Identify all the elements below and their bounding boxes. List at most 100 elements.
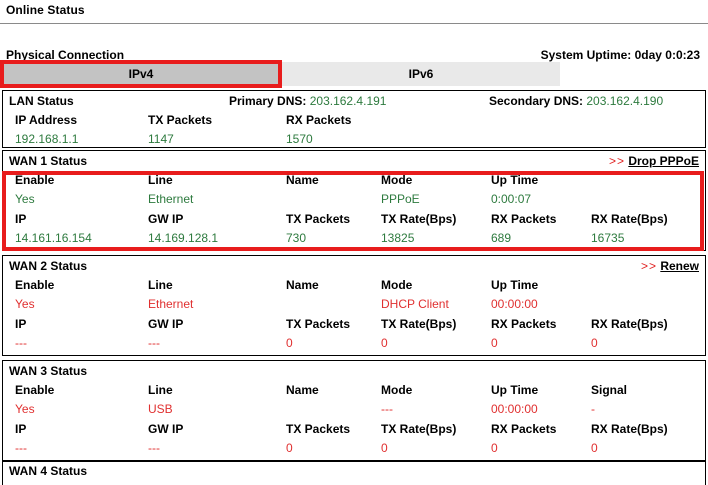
wan2-header-ip: IP (15, 317, 27, 331)
wan2-header-tx-rate: TX Rate(Bps) (381, 317, 457, 331)
lan-value-rx-packets: 1570 (286, 132, 313, 146)
wan1-value-rx-packets: 689 (491, 231, 512, 245)
wan1-header-name: Name (286, 173, 319, 187)
lan-header-rx-packets: RX Packets (286, 113, 352, 127)
wan3-header-rx-rate: RX Rate(Bps) (591, 422, 668, 436)
wan3-header-signal: Signal (591, 383, 628, 397)
wan3-header-ip: IP (15, 422, 27, 436)
wan1-value-enable: Yes (15, 192, 35, 206)
wan1-header-line: Line (148, 173, 173, 187)
wan3-status-panel: WAN 3 Status Enable Line Name Mode Up Ti… (2, 360, 706, 461)
secondary-dns-label: Secondary DNS: (489, 94, 584, 108)
wan2-status-title-row: WAN 2 Status >> Renew (3, 256, 705, 276)
wan2-header-name: Name (286, 278, 319, 292)
secondary-dns-group: Secondary DNS: 203.162.4.190 (489, 93, 663, 109)
wan1-header-mode: Mode (381, 173, 413, 187)
wan1-header-tx-packets: TX Packets (286, 212, 351, 226)
wan2-value-rx-rate: 0 (591, 336, 598, 350)
wan3-value-tx-rate: 0 (381, 441, 388, 455)
wan1-status-title: WAN 1 Status (9, 154, 88, 168)
wan2-status-title: WAN 2 Status (9, 259, 88, 273)
wan2-value-gw-ip: --- (148, 336, 160, 350)
physical-connection-label: Physical Connection (6, 48, 125, 62)
page-title: Online Status (6, 3, 85, 17)
wan1-header-rx-packets: RX Packets (491, 212, 557, 226)
wan3-status-grid: Enable Line Name Mode Up Time Signal Yes… (3, 381, 705, 461)
wan3-value-tx-packets: 0 (286, 441, 293, 455)
wan3-value-mode: --- (381, 402, 393, 416)
wan2-status-grid: Enable Line Name Mode Up Time Yes Ethern… (3, 276, 705, 356)
lan-header-ip-address: IP Address (15, 113, 78, 127)
wan3-header-tx-packets: TX Packets (286, 422, 351, 436)
wan3-header-enable: Enable (15, 383, 55, 397)
drop-pppoe-link[interactable]: Drop PPPoE (628, 154, 699, 168)
lan-value-ip-address: 192.168.1.1 (15, 132, 79, 146)
wan2-header-rx-packets: RX Packets (491, 317, 557, 331)
wan1-value-gw-ip: 14.169.128.1 (148, 231, 219, 245)
wan2-value-rx-packets: 0 (491, 336, 498, 350)
wan2-value-ip: --- (15, 336, 27, 350)
title-divider (0, 23, 708, 24)
wan2-header-up-time: Up Time (491, 278, 539, 292)
wan2-action-link[interactable]: >> Renew (641, 258, 699, 274)
lan-header-tx-packets: TX Packets (148, 113, 213, 127)
wan3-value-rx-rate: 0 (591, 441, 598, 455)
wan1-header-gw-ip: GW IP (148, 212, 184, 226)
wan1-status-grid: Enable Line Name Mode Up Time Yes Ethern… (3, 171, 705, 251)
tab-ipv4[interactable]: IPv4 (2, 62, 280, 86)
wan1-action-arrows-icon: >> (608, 154, 625, 168)
wan1-value-mode: PPPoE (381, 192, 420, 206)
wan3-value-up-time: 00:00:00 (491, 402, 538, 416)
wan1-header-enable: Enable (15, 173, 55, 187)
wan4-status-panel: WAN 4 Status (2, 461, 706, 485)
renew-link[interactable]: Renew (660, 259, 699, 273)
wan3-header-gw-ip: GW IP (148, 422, 184, 436)
wan3-value-rx-packets: 0 (491, 441, 498, 455)
wan1-header-rx-rate: RX Rate(Bps) (591, 212, 668, 226)
wan3-value-line: USB (148, 402, 173, 416)
wan1-value-line: Ethernet (148, 192, 194, 206)
wan1-status-panel: WAN 1 Status >> Drop PPPoE Enable Line N… (2, 150, 706, 251)
primary-dns-label: Primary DNS: (229, 94, 307, 108)
lan-status-title-row: LAN Status Primary DNS: 203.162.4.191 Se… (3, 91, 705, 111)
lan-status-title: LAN Status (9, 94, 74, 108)
wan2-header-gw-ip: GW IP (148, 317, 184, 331)
wan1-header-tx-rate: TX Rate(Bps) (381, 212, 457, 226)
wan1-action-link[interactable]: >> Drop PPPoE (609, 153, 699, 169)
wan3-header-rx-packets: RX Packets (491, 422, 557, 436)
wan2-value-mode: DHCP Client (381, 297, 449, 311)
primary-dns-value: 203.162.4.191 (309, 94, 387, 108)
lan-value-tx-packets: 1147 (148, 132, 174, 146)
wan2-value-line: Ethernet (148, 297, 194, 311)
wan3-header-line: Line (148, 383, 173, 397)
wan3-header-mode: Mode (381, 383, 413, 397)
wan2-header-mode: Mode (381, 278, 413, 292)
wan3-value-enable: Yes (15, 402, 35, 416)
wan1-value-tx-rate: 13825 (381, 231, 415, 245)
tab-ipv6[interactable]: IPv6 (282, 62, 560, 86)
wan2-action-arrows-icon: >> (640, 259, 657, 273)
wan1-value-tx-packets: 730 (286, 231, 307, 245)
wan2-value-tx-packets: 0 (286, 336, 293, 350)
wan3-status-title-row: WAN 3 Status (3, 361, 705, 381)
wan1-header-up-time: Up Time (491, 173, 539, 187)
connection-tabs: IPv4 IPv6 (0, 62, 708, 86)
wan3-status-title: WAN 3 Status (9, 364, 88, 378)
primary-dns-group: Primary DNS: 203.162.4.191 (229, 93, 386, 109)
wan1-header-ip: IP (15, 212, 27, 226)
secondary-dns-value: 203.162.4.190 (586, 94, 664, 108)
wan2-header-tx-packets: TX Packets (286, 317, 351, 331)
wan3-value-gw-ip: --- (148, 441, 160, 455)
lan-status-grid: IP Address TX Packets RX Packets 192.168… (3, 111, 705, 149)
wan3-value-ip: --- (15, 441, 27, 455)
wan1-value-up-time: 0:00:07 (491, 192, 532, 206)
wan1-value-ip: 14.161.16.154 (15, 231, 92, 245)
wan2-value-enable: Yes (15, 297, 35, 311)
wan2-value-tx-rate: 0 (381, 336, 388, 350)
lan-status-panel: LAN Status Primary DNS: 203.162.4.191 Se… (2, 90, 706, 148)
wan2-header-rx-rate: RX Rate(Bps) (591, 317, 668, 331)
wan3-value-signal: - (591, 402, 595, 416)
wan1-value-rx-rate: 16735 (591, 231, 625, 245)
wan2-header-enable: Enable (15, 278, 55, 292)
system-uptime: System Uptime: 0day 0:0:23 (540, 48, 700, 62)
